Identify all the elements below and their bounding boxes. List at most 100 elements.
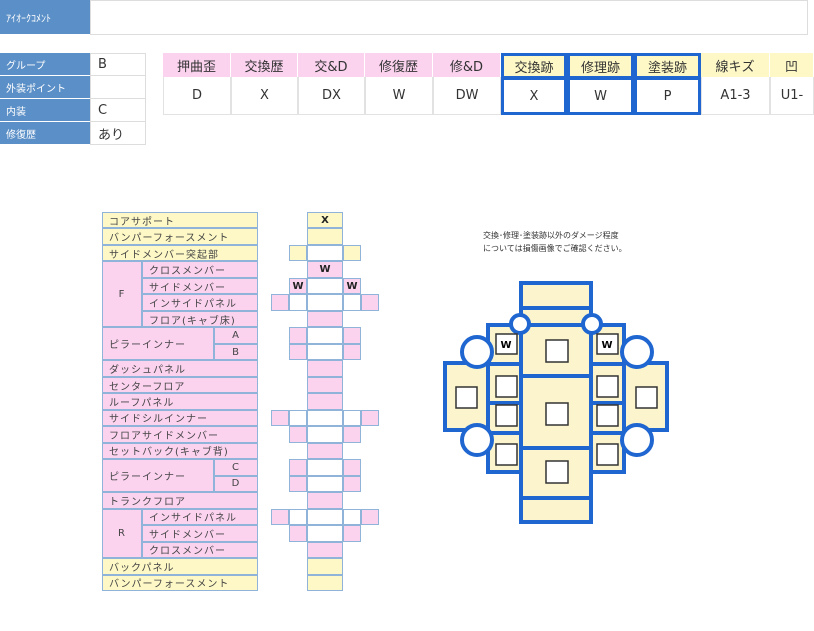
mark-box xyxy=(545,402,569,426)
legend-header: 押曲歪 xyxy=(163,53,231,77)
grid-cell xyxy=(307,327,343,344)
legend-header: 交&D xyxy=(298,53,365,77)
group-f-label: F xyxy=(102,261,142,328)
grid-cell xyxy=(271,508,289,526)
rear-right-wheel-icon[interactable] xyxy=(620,423,654,457)
grid-cell xyxy=(307,459,343,476)
grid-cell xyxy=(307,541,343,559)
part-row: サイドメンバー突起部 xyxy=(102,244,258,262)
front-nose[interactable] xyxy=(519,306,593,327)
part-row: インサイドパネル xyxy=(142,508,258,526)
info-label: グループ xyxy=(0,53,90,76)
grid-cell xyxy=(307,277,343,295)
legend-header: 線キズ xyxy=(701,53,770,77)
group-r-label: R xyxy=(102,508,142,559)
part-row: バックパネル xyxy=(102,558,258,575)
info-value: B xyxy=(90,53,146,76)
pillar-cd-label: ピラーインナー xyxy=(102,459,214,493)
part-row: D xyxy=(214,475,258,493)
part-row: トランクフロア xyxy=(102,492,258,509)
front-bumper[interactable] xyxy=(519,281,593,310)
part-row: バンパーフォースメント xyxy=(102,574,258,591)
diagram-note: 交換･修理･塗装跡以外のダメージ程度 については損傷画像でご確認ください。 xyxy=(483,229,627,255)
front-right-mark: W xyxy=(601,340,612,351)
note-line-1: 交換･修理･塗装跡以外のダメージ程度 xyxy=(483,231,619,240)
comment-field[interactable] xyxy=(90,0,808,35)
grid-cell xyxy=(307,409,343,427)
parts-table: コアサポートバンパーフォースメントサイドメンバー突起部クロスメンバーサイドメンバ… xyxy=(102,212,258,591)
mark-box xyxy=(545,339,569,363)
grid-cell xyxy=(289,327,307,344)
grid-cell xyxy=(343,508,361,526)
front-left-mark: W xyxy=(500,340,511,351)
part-row: インサイドパネル xyxy=(142,294,258,311)
rear-bumper[interactable] xyxy=(519,496,593,524)
legend-value: DX xyxy=(298,77,365,115)
mark-box xyxy=(596,375,619,398)
part-row: クロスメンバー xyxy=(142,261,258,278)
grid-cell xyxy=(343,244,361,262)
grid-cell xyxy=(307,426,343,443)
grid-cell xyxy=(343,409,361,427)
grid-cell xyxy=(307,393,343,410)
grid-cell xyxy=(343,343,361,361)
part-row: C xyxy=(214,459,258,476)
part-row: サイドシルインナー xyxy=(102,409,258,427)
mark-box xyxy=(495,404,518,427)
grid-cell: W xyxy=(289,277,307,295)
part-row: サイドメンバー xyxy=(142,277,258,295)
note-line-2: については損傷画像でご確認ください。 xyxy=(483,244,627,253)
mark-box xyxy=(495,333,518,355)
mark-box xyxy=(635,386,658,409)
part-row: B xyxy=(214,343,258,361)
comment-label: ｱｲｵｰｸｺﾒﾝﾄ xyxy=(0,0,90,35)
legend-value: W xyxy=(567,77,634,115)
grid-cell xyxy=(289,409,307,427)
grid-cell xyxy=(307,244,343,262)
left-mirror-icon[interactable] xyxy=(509,313,531,335)
grid-cell xyxy=(289,294,307,311)
info-row: 外装ポイント xyxy=(0,76,146,99)
mark-box xyxy=(545,460,569,484)
part-row: ルーフパネル xyxy=(102,393,258,410)
grid-cell xyxy=(361,409,379,427)
grid-cell xyxy=(289,508,307,526)
grid-cell xyxy=(307,475,343,493)
grid-cell xyxy=(343,475,361,493)
grid-cell xyxy=(307,442,343,460)
grid-cell xyxy=(343,525,361,542)
right-mirror-icon[interactable] xyxy=(581,313,603,335)
legend-value: D xyxy=(163,77,231,115)
grid-cell xyxy=(271,294,289,311)
part-row: バンパーフォースメント xyxy=(102,228,258,245)
front-right-wheel-icon[interactable] xyxy=(620,335,654,369)
legend-header: 交換歴 xyxy=(231,53,298,77)
rear-left-wheel-icon[interactable] xyxy=(460,423,494,457)
grid-cell xyxy=(307,360,343,377)
grid-cell xyxy=(289,426,307,443)
mark-box xyxy=(596,443,619,466)
info-value: あり xyxy=(90,122,146,145)
legend-header: 修復歴 xyxy=(365,53,433,77)
info-label: 外装ポイント xyxy=(0,76,90,99)
grid-cell xyxy=(307,525,343,542)
mark-box xyxy=(495,375,518,398)
part-row: A xyxy=(214,327,258,344)
legend-value: DW xyxy=(433,77,501,115)
front-left-wheel-icon[interactable] xyxy=(460,335,494,369)
grid-cell xyxy=(361,508,379,526)
grid-cell xyxy=(307,574,343,591)
grid-cell xyxy=(307,310,343,328)
grid-cell xyxy=(307,228,343,245)
grid-cell xyxy=(343,294,361,311)
part-row: サイドメンバー xyxy=(142,525,258,542)
grid-cell: W xyxy=(343,277,361,295)
grid-cell xyxy=(289,343,307,361)
info-value: C xyxy=(90,99,146,122)
grid-cell xyxy=(307,508,343,526)
grid-cell xyxy=(307,343,343,361)
